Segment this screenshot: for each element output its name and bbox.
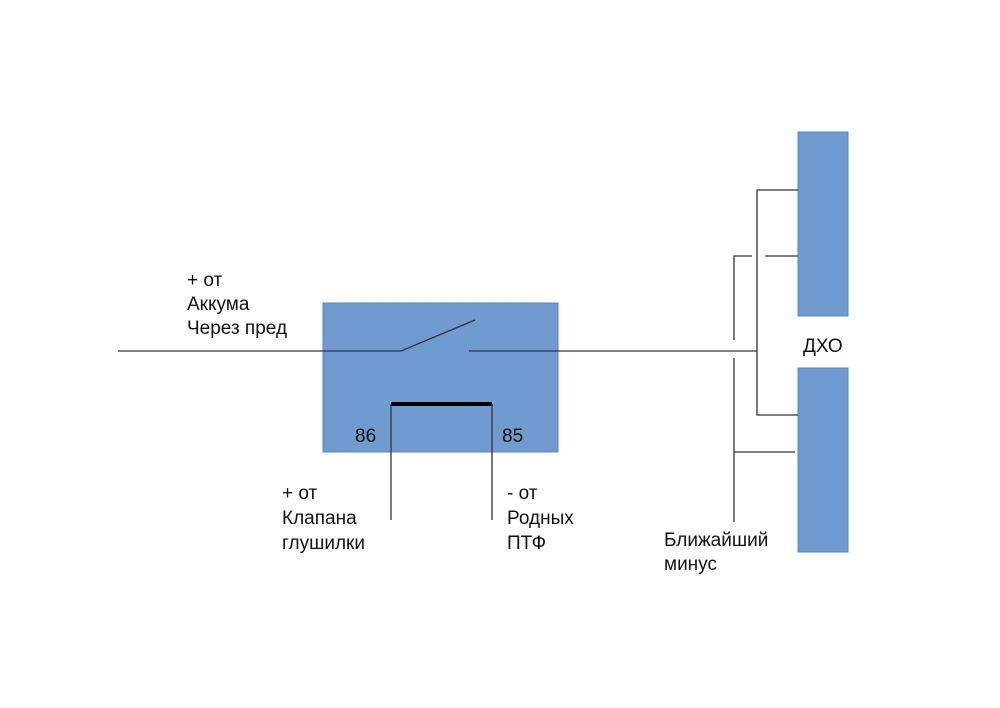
battery-label-line3: Через пред xyxy=(187,318,287,339)
pin-86-label: 86 xyxy=(355,426,376,447)
valve-label-line3: глушилки xyxy=(282,533,365,554)
ground-label-line2: минус xyxy=(664,554,717,575)
fog-label-line1: - от xyxy=(507,483,538,504)
drl-label: ДХО xyxy=(803,336,843,357)
fog-label-line3: ПТФ xyxy=(507,533,546,554)
drl-lower-block xyxy=(797,367,849,553)
ground-label-line1: Ближайший xyxy=(664,530,768,551)
battery-label-line2: Аккума xyxy=(187,294,250,315)
drl-upper-block xyxy=(797,131,849,317)
valve-label-line1: + от xyxy=(282,483,318,504)
drl-positive-wire xyxy=(756,189,798,416)
battery-label-line1: + от xyxy=(187,270,223,291)
valve-label-line2: Клапана xyxy=(282,508,357,529)
fog-label-line2: Родных xyxy=(507,508,574,529)
relay-box xyxy=(322,302,559,453)
battery-wire-switch-contact xyxy=(118,319,476,352)
pin-85-label: 85 xyxy=(502,426,523,447)
drl-ground-wire xyxy=(733,255,798,522)
